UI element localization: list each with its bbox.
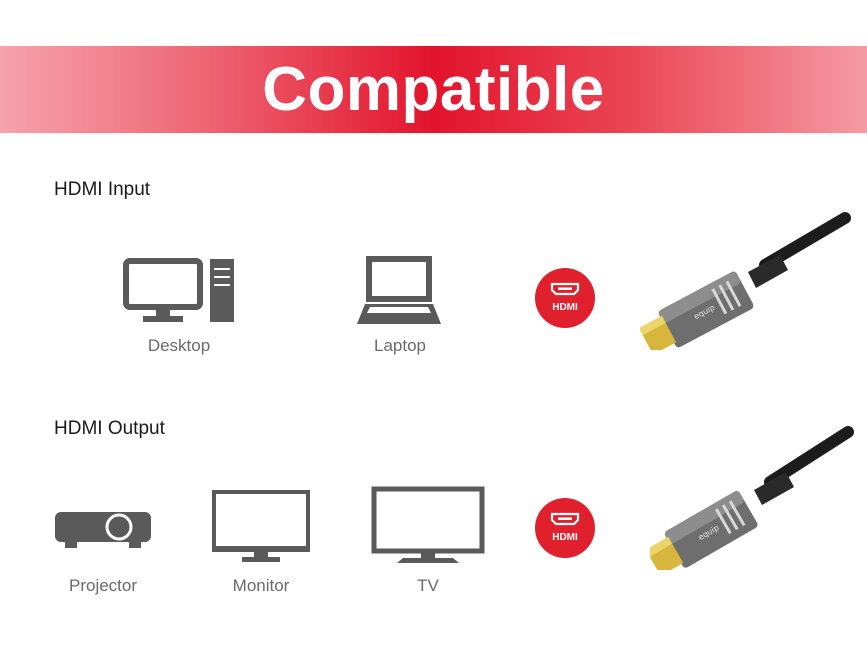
compatible-banner: Compatible — [0, 46, 867, 133]
device-label-monitor: Monitor — [232, 576, 290, 595]
hdmi-cable-connector-input: equip — [639, 210, 860, 355]
hdmi-cable-connector-output: equip — [645, 420, 860, 576]
projector-icon — [55, 512, 151, 550]
device-label-tv: TV — [417, 576, 439, 595]
hdmi-badge-label: HDMI — [552, 302, 578, 313]
section-title-hdmi-input: HDMI Input — [54, 179, 151, 200]
device-label-laptop: Laptop — [374, 336, 426, 355]
hdmi-badge-input: HDMI — [535, 268, 595, 328]
tv-icon — [371, 486, 485, 564]
banner-title: Compatible — [262, 55, 605, 124]
device-label-projector: Projector — [68, 576, 138, 595]
hdmi-badge-label: HDMI — [552, 532, 578, 543]
desktop-icon — [123, 258, 235, 324]
hdmi-badge-output: HDMI — [535, 498, 595, 558]
monitor-icon — [212, 490, 310, 564]
laptop-icon — [357, 256, 441, 326]
section-title-hdmi-output: HDMI Output — [54, 418, 165, 439]
device-label-desktop: Desktop — [147, 336, 211, 355]
hdmi-port-icon — [550, 512, 580, 526]
hdmi-port-icon — [550, 282, 580, 296]
